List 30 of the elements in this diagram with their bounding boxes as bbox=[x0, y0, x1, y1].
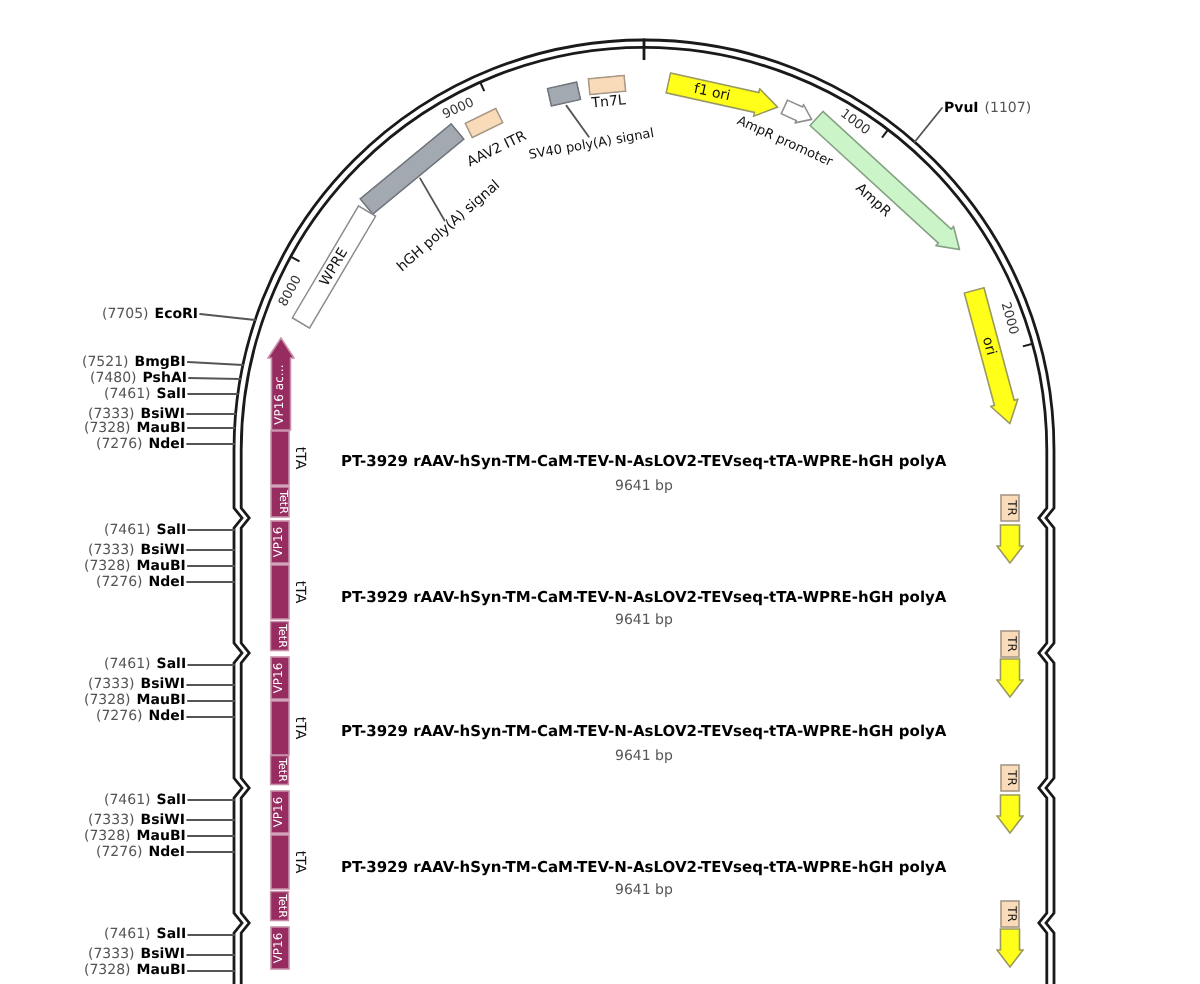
leader-line bbox=[187, 529, 235, 531]
leader-line bbox=[187, 393, 239, 395]
leader-line bbox=[186, 970, 235, 972]
leader-line bbox=[186, 835, 235, 837]
leader-line bbox=[186, 549, 235, 551]
leader-line bbox=[565, 104, 590, 138]
leader-line bbox=[913, 107, 943, 143]
leader-line bbox=[187, 934, 235, 936]
feature-box bbox=[546, 81, 582, 109]
leader-line bbox=[199, 313, 257, 321]
leader-line bbox=[186, 427, 236, 429]
leader-line bbox=[186, 413, 237, 415]
feature-block bbox=[996, 793, 1024, 833]
feature-block bbox=[996, 658, 1024, 698]
leader-line bbox=[186, 851, 235, 853]
leader-line bbox=[186, 716, 235, 718]
leader-line bbox=[186, 443, 235, 445]
leader-line bbox=[419, 177, 446, 222]
leader-line bbox=[186, 361, 244, 366]
leader-line bbox=[186, 581, 235, 583]
feature-block bbox=[996, 928, 1024, 968]
leader-line bbox=[187, 799, 235, 801]
feature-block bbox=[996, 523, 1024, 563]
leader-line bbox=[187, 664, 235, 666]
leader-line bbox=[186, 954, 235, 956]
leader-line bbox=[186, 700, 235, 702]
leader-line bbox=[186, 565, 235, 567]
leader-line bbox=[188, 377, 242, 380]
leader-line bbox=[186, 819, 235, 821]
leader-line bbox=[186, 684, 235, 686]
